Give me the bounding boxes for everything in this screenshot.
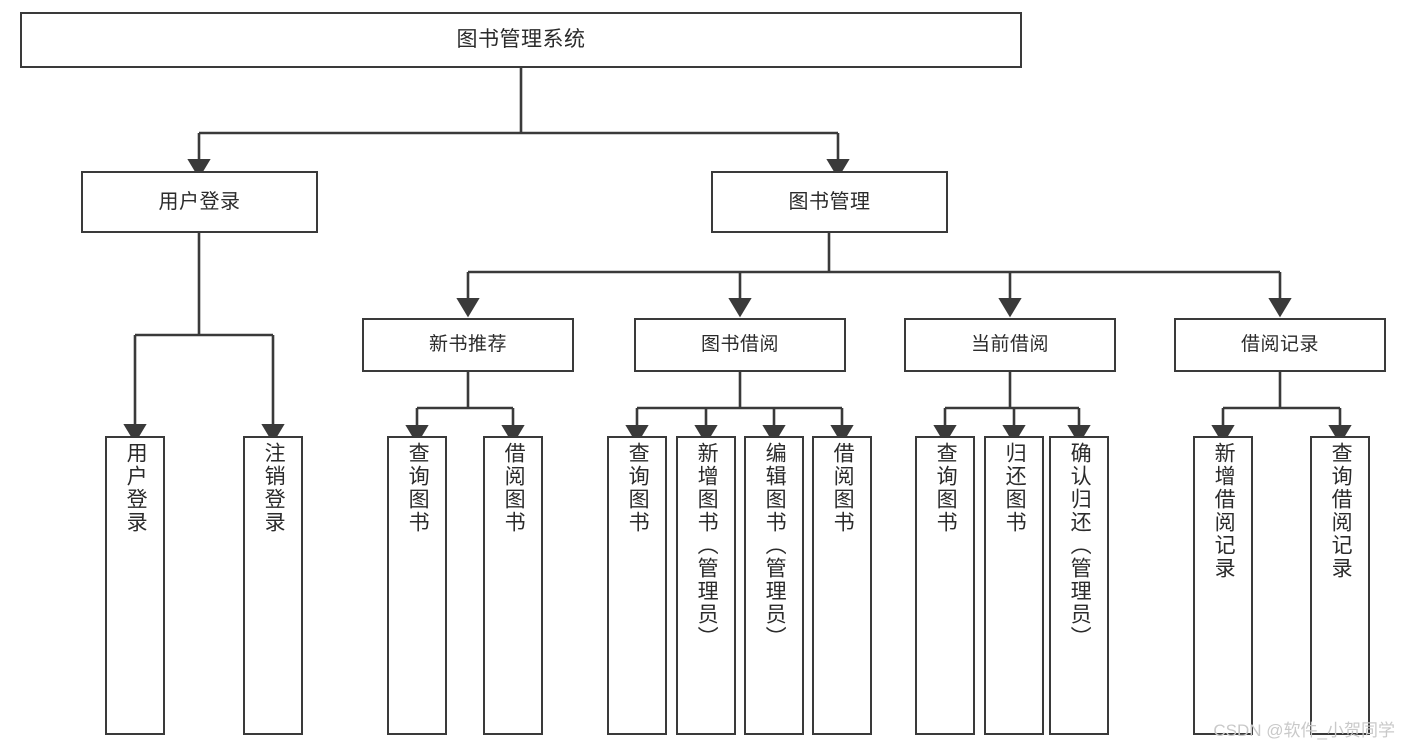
node-leaf-book-borrow-add[interactable]: 新增图书（管理员） xyxy=(676,436,736,735)
node-book-manage[interactable]: 图书管理 xyxy=(711,171,948,233)
node-book-manage-label: 图书管理 xyxy=(788,190,871,213)
node-user-login-label: 用户登录 xyxy=(158,190,241,213)
node-leaf-book-borrow-query[interactable]: 查询图书 xyxy=(607,436,667,735)
node-leaf-book-borrow-edit[interactable]: 编辑图书（管理员） xyxy=(744,436,804,735)
node-leaf-book-borrow-lend-label: 借阅图书 xyxy=(831,442,855,534)
node-leaf-book-borrow-query-label: 查询图书 xyxy=(626,442,650,534)
node-book-borrow-label: 图书借阅 xyxy=(700,334,779,356)
node-leaf-current-borrow-return[interactable]: 归还图书 xyxy=(984,436,1044,735)
node-new-book-recommend[interactable]: 新书推荐 xyxy=(362,318,574,372)
node-leaf-new-book-borrow[interactable]: 借阅图书 xyxy=(483,436,543,735)
node-leaf-user-login-signin-label: 用户登录 xyxy=(124,442,148,534)
node-leaf-book-borrow-lend[interactable]: 借阅图书 xyxy=(812,436,872,735)
node-leaf-user-login-signin[interactable]: 用户登录 xyxy=(105,436,165,735)
node-root-label: 图书管理系统 xyxy=(456,28,586,52)
node-leaf-user-login-signout[interactable]: 注销登录 xyxy=(243,436,303,735)
node-leaf-current-borrow-return-label: 归还图书 xyxy=(1003,442,1027,534)
node-leaf-new-book-query[interactable]: 查询图书 xyxy=(387,436,447,735)
node-root[interactable]: 图书管理系统 xyxy=(20,12,1022,68)
node-leaf-borrow-record-query[interactable]: 查询借阅记录 xyxy=(1310,436,1370,735)
node-leaf-borrow-record-add-label: 新增借阅记录 xyxy=(1212,442,1236,580)
node-current-borrow-label: 当前借阅 xyxy=(970,334,1049,356)
node-user-login[interactable]: 用户登录 xyxy=(81,171,318,233)
node-borrow-record-label: 借阅记录 xyxy=(1240,334,1319,356)
node-leaf-user-login-signout-label: 注销登录 xyxy=(262,442,286,534)
node-leaf-current-borrow-query[interactable]: 查询图书 xyxy=(915,436,975,735)
node-leaf-current-borrow-confirm[interactable]: 确认归还（管理员） xyxy=(1049,436,1109,735)
node-leaf-book-borrow-add-label: 新增图书（管理员） xyxy=(695,442,719,649)
node-leaf-new-book-query-label: 查询图书 xyxy=(406,442,430,534)
node-current-borrow[interactable]: 当前借阅 xyxy=(904,318,1116,372)
node-leaf-new-book-borrow-label: 借阅图书 xyxy=(502,442,526,534)
node-leaf-current-borrow-query-label: 查询图书 xyxy=(934,442,958,534)
node-new-book-recommend-label: 新书推荐 xyxy=(428,334,507,356)
csdn-watermark: CSDN @软件_小贺同学 xyxy=(1213,721,1395,740)
node-borrow-record[interactable]: 借阅记录 xyxy=(1174,318,1386,372)
node-leaf-book-borrow-edit-label: 编辑图书（管理员） xyxy=(763,442,787,649)
node-leaf-borrow-record-query-label: 查询借阅记录 xyxy=(1329,442,1353,580)
node-leaf-borrow-record-add[interactable]: 新增借阅记录 xyxy=(1193,436,1253,735)
node-book-borrow[interactable]: 图书借阅 xyxy=(634,318,846,372)
node-leaf-current-borrow-confirm-label: 确认归还（管理员） xyxy=(1068,442,1092,649)
